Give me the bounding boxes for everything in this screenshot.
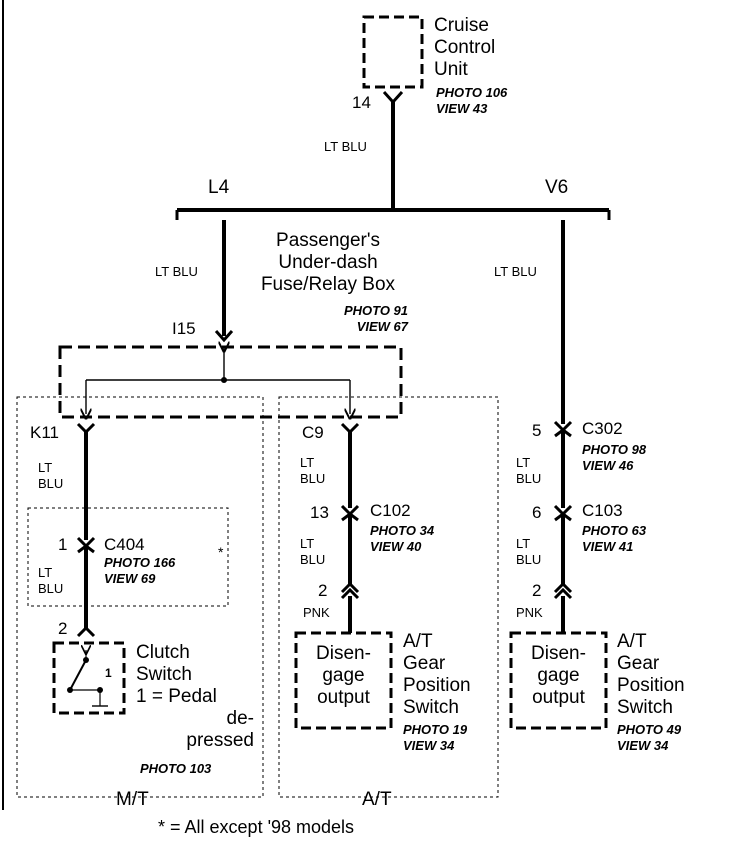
at-wire1-color: LT BLU — [300, 455, 326, 486]
c102-pin: 13 — [310, 503, 329, 522]
at-switch-inner: Disen- gage output — [316, 643, 371, 708]
clutch-contact-label: 1 — [105, 666, 112, 680]
mt-wire1-color: LT BLU — [38, 460, 64, 491]
mt-wire2-color: LT BLU — [38, 565, 64, 596]
at-switch-box — [294, 631, 393, 730]
connector-i15-label: I15 — [172, 319, 196, 338]
v6-wire2-color: LT BLU — [516, 455, 542, 486]
at-switch-pin: 2 — [318, 581, 328, 600]
main-wire-color: LT BLU — [324, 139, 367, 154]
v6-switch-inner: Disen- gage output — [531, 643, 586, 708]
cruise-unit-photo: PHOTO 106 — [436, 85, 508, 100]
c404-pin: 1 — [58, 535, 68, 554]
clutch-switch-box — [52, 641, 126, 715]
v6-switch-box — [509, 631, 608, 730]
c404-photo: PHOTO 166 — [104, 555, 176, 570]
at-switch-view: VIEW 34 — [403, 738, 455, 753]
fuse-box-photo: PHOTO 91 — [343, 303, 408, 318]
cruise-unit-pin: 14 — [352, 93, 371, 112]
connector-i15 — [214, 330, 234, 343]
cruise-unit-box — [362, 15, 424, 89]
c103-name: C103 — [582, 501, 623, 520]
connector-c103 — [553, 504, 573, 522]
c103-pin: 6 — [532, 503, 542, 522]
footnote: * = All except '98 models — [158, 817, 355, 837]
at-switch-name: A/T Gear Position Switch — [403, 631, 471, 718]
c302-name: C302 — [582, 419, 623, 438]
cruise-unit-view: VIEW 43 — [436, 101, 488, 116]
c103-photo: PHOTO 63 — [582, 523, 647, 538]
v6-switch-pin: 2 — [532, 581, 542, 600]
clutch-switch-pin: 2 — [58, 619, 68, 638]
clutch-switch-photo: PHOTO 103 — [140, 761, 212, 776]
at-switch-photo: PHOTO 19 — [403, 722, 468, 737]
l4-wire-color: LT BLU — [155, 264, 198, 279]
v6-wire1-color: LT BLU — [494, 264, 537, 279]
fuse-box-name: Passenger's Under-dash Fuse/Relay Box — [260, 230, 396, 295]
at-pnk: PNK — [303, 605, 330, 620]
mt-group-label: M/T — [116, 789, 149, 810]
connector-switch-pin2 — [76, 625, 96, 638]
c404-view: VIEW 69 — [104, 571, 156, 586]
connector-c9-label: C9 — [302, 423, 324, 442]
cruise-unit-name: Cruise Control Unit — [434, 15, 496, 80]
clutch-switch-desc: de- pressed — [186, 708, 254, 751]
v6-switch-view: VIEW 34 — [617, 738, 669, 753]
c302-photo: PHOTO 98 — [582, 442, 647, 457]
connector-c102 — [340, 504, 360, 522]
v6-switch-photo: PHOTO 49 — [617, 722, 682, 737]
at-group-label: A/T — [362, 789, 392, 810]
c404-note-mark: * — [218, 544, 224, 560]
connector-k11-label: K11 — [30, 423, 59, 442]
at-wire2-color: LT BLU — [300, 536, 326, 567]
c102-name: C102 — [370, 501, 411, 520]
c404-outline — [27, 507, 229, 607]
connector-c302 — [553, 420, 573, 438]
branch-v6: V6 — [545, 177, 569, 198]
at-group-outline — [278, 396, 499, 798]
fuse-box-outline — [58, 345, 403, 419]
v6-wire3-color: LT BLU — [516, 536, 542, 567]
c103-view: VIEW 41 — [582, 539, 634, 554]
c302-view: VIEW 46 — [582, 458, 634, 473]
branch-l4: L4 — [208, 177, 230, 198]
c404-name: C404 — [104, 535, 145, 554]
mt-group-outline — [16, 396, 264, 798]
clutch-switch-name: Clutch Switch 1 = Pedal — [136, 642, 217, 707]
c102-photo: PHOTO 34 — [370, 523, 435, 538]
c302-pin: 5 — [532, 421, 542, 440]
c102-view: VIEW 40 — [370, 539, 422, 554]
fuse-box-view: VIEW 67 — [356, 319, 408, 334]
v6-pnk: PNK — [516, 605, 543, 620]
v6-switch-name: A/T Gear Position Switch — [617, 631, 685, 718]
